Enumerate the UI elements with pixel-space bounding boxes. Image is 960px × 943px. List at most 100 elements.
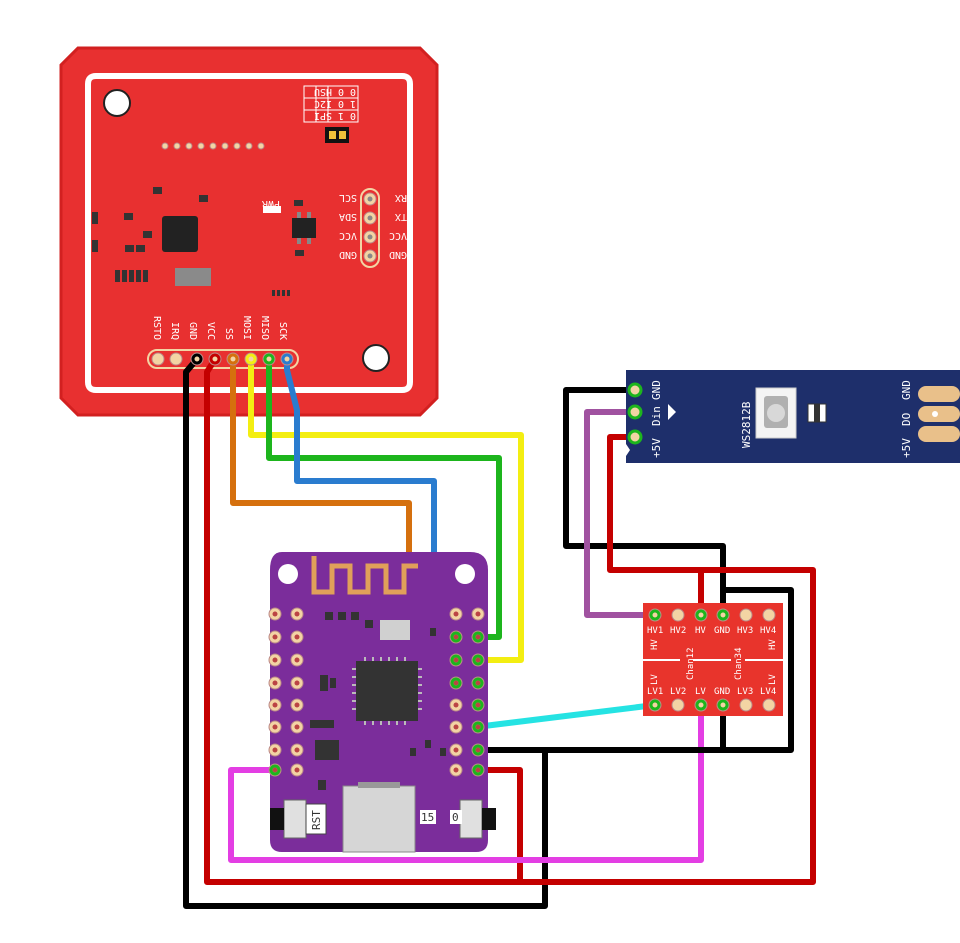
pin-hole — [272, 657, 278, 663]
pin-hole — [475, 680, 481, 686]
pin-label-scl: SCL — [339, 192, 357, 203]
ls-bottom-label: LV2 — [670, 687, 686, 697]
pin-connection-ring — [472, 654, 484, 666]
pin-connection-ring — [450, 654, 462, 666]
side-label-hv-right: HV — [768, 639, 778, 650]
ls-bottom-label: LV3 — [737, 687, 753, 697]
chan12-label: Chan12 — [686, 647, 696, 680]
pin-label-rsto: RSTO — [151, 316, 162, 340]
pin-hole — [294, 724, 300, 730]
pin-hole — [475, 657, 481, 663]
pin-hole — [453, 702, 459, 708]
strip-out-pads — [918, 386, 960, 442]
pin-hole — [272, 611, 278, 617]
i2c-header: SCL SDA VCC GND RX TX VCC GND — [339, 188, 407, 268]
pin-connection-ring — [472, 721, 484, 733]
pin-label-mosi: MOSI — [241, 316, 252, 340]
chan34-label: Chan34 — [734, 647, 744, 680]
mode-spi-bits: 0 1 — [338, 110, 356, 121]
strip-pin-gnd[interactable] — [627, 382, 643, 398]
pin-hole — [453, 767, 459, 773]
pin-label-rx: RX — [395, 192, 407, 203]
boot-zero-label: 0 — [452, 811, 459, 824]
rst-label: RST — [310, 810, 323, 830]
io15-marker — [420, 810, 436, 824]
s2-mini-board: RST 0 15 — [268, 552, 496, 853]
pin-hole — [272, 747, 278, 753]
strip-in-gnd: GND — [650, 380, 663, 400]
ls-top-label: HV4 — [760, 626, 776, 636]
wire-5v-red[interactable] — [607, 434, 704, 618]
wire-vcc-red[interactable] — [204, 356, 523, 885]
wire-mosi-yellow[interactable] — [248, 356, 524, 663]
pin-label-vcc: VCC — [339, 230, 357, 241]
pin-label-gnd-alt: GND — [389, 249, 407, 260]
strip-pin-din[interactable] — [627, 404, 643, 420]
pin-connection-ring — [269, 764, 281, 776]
wire-lv-magenta[interactable] — [228, 702, 704, 863]
ls-pin-lv3[interactable] — [739, 698, 753, 712]
ls-top-label: HV — [695, 626, 706, 636]
s2-smd-components — [310, 612, 446, 790]
pin-hole — [272, 767, 278, 773]
pin-hole — [294, 634, 300, 640]
pin-label-tx: TX — [395, 211, 407, 222]
mounting-hole — [362, 344, 390, 372]
usb-c-connector[interactable] — [342, 785, 416, 853]
strip-in-din: Din — [650, 406, 663, 426]
strip-pin-5v[interactable] — [627, 429, 643, 445]
pwr-label: PWR — [261, 198, 280, 209]
wire-din-purple[interactable] — [584, 409, 658, 618]
esp32-s2-chip — [356, 661, 418, 721]
s2-right-pins — [269, 607, 485, 777]
strip-out-do: DO — [900, 413, 913, 426]
pin-label-gnd: GND — [187, 322, 198, 340]
ls-pin-hv2[interactable] — [671, 608, 685, 622]
ls-bottom-label: LV4 — [760, 687, 776, 697]
pin-hole — [272, 634, 278, 640]
pin-connection-ring — [450, 677, 462, 689]
ls-bottom-label: GND — [714, 687, 730, 697]
mounting-hole — [455, 564, 475, 584]
side-label-lv: LV — [650, 674, 660, 685]
ls-pin-hv4[interactable] — [762, 608, 776, 622]
nfc-chip — [162, 216, 198, 252]
ls-pin-hv3[interactable] — [739, 608, 753, 622]
pin-hole — [475, 767, 481, 773]
pin-label-ss: SS — [223, 328, 234, 340]
wire-gnd-loop-black[interactable] — [720, 587, 794, 753]
mode-switch[interactable] — [325, 127, 349, 143]
pwr-led — [263, 206, 281, 213]
level-shifter: Chan12 Chan34 HV LV HV LV HV1 HV2 HV GND… — [643, 603, 783, 716]
mode-hsu-bits: 0 0 — [338, 86, 356, 97]
test-pad-row — [161, 142, 265, 150]
spi-header — [147, 349, 299, 369]
mode-table: SPI 0 1 I2C 1 0 HSU 0 0 — [303, 85, 359, 123]
rst-button[interactable]: RST — [270, 799, 327, 839]
ls-top-label: HV1 — [647, 626, 663, 636]
pin-label-miso: MISO — [259, 316, 270, 340]
pin-label-irq: IRQ — [169, 322, 180, 340]
ls-top-label: HV3 — [737, 626, 753, 636]
pin-connection-ring — [472, 677, 484, 689]
antenna-trace — [85, 73, 413, 393]
side-label-lv-right: LV — [768, 674, 778, 685]
pin-hole — [453, 724, 459, 730]
pin-hole — [475, 702, 481, 708]
pin-label-sck: SCK — [277, 322, 288, 340]
status-led — [380, 620, 410, 640]
pin-irq[interactable] — [169, 352, 183, 366]
s2-left-pins — [268, 607, 304, 777]
ls-pin-lv2[interactable] — [671, 698, 685, 712]
strip-out-5v: +5V — [900, 438, 913, 458]
wire-data-cyan[interactable] — [473, 702, 658, 730]
pin-hole — [294, 657, 300, 663]
boot-button[interactable]: 0 — [450, 799, 496, 839]
io15-label: 15 — [421, 811, 434, 824]
pin-hole — [294, 747, 300, 753]
wire-5v-loop-red[interactable] — [517, 567, 816, 885]
ls-pin-lv4[interactable] — [762, 698, 776, 712]
strip-in-pins — [627, 382, 643, 445]
mode-i2c: I2C — [314, 98, 332, 109]
pin-rsto[interactable] — [151, 352, 165, 366]
